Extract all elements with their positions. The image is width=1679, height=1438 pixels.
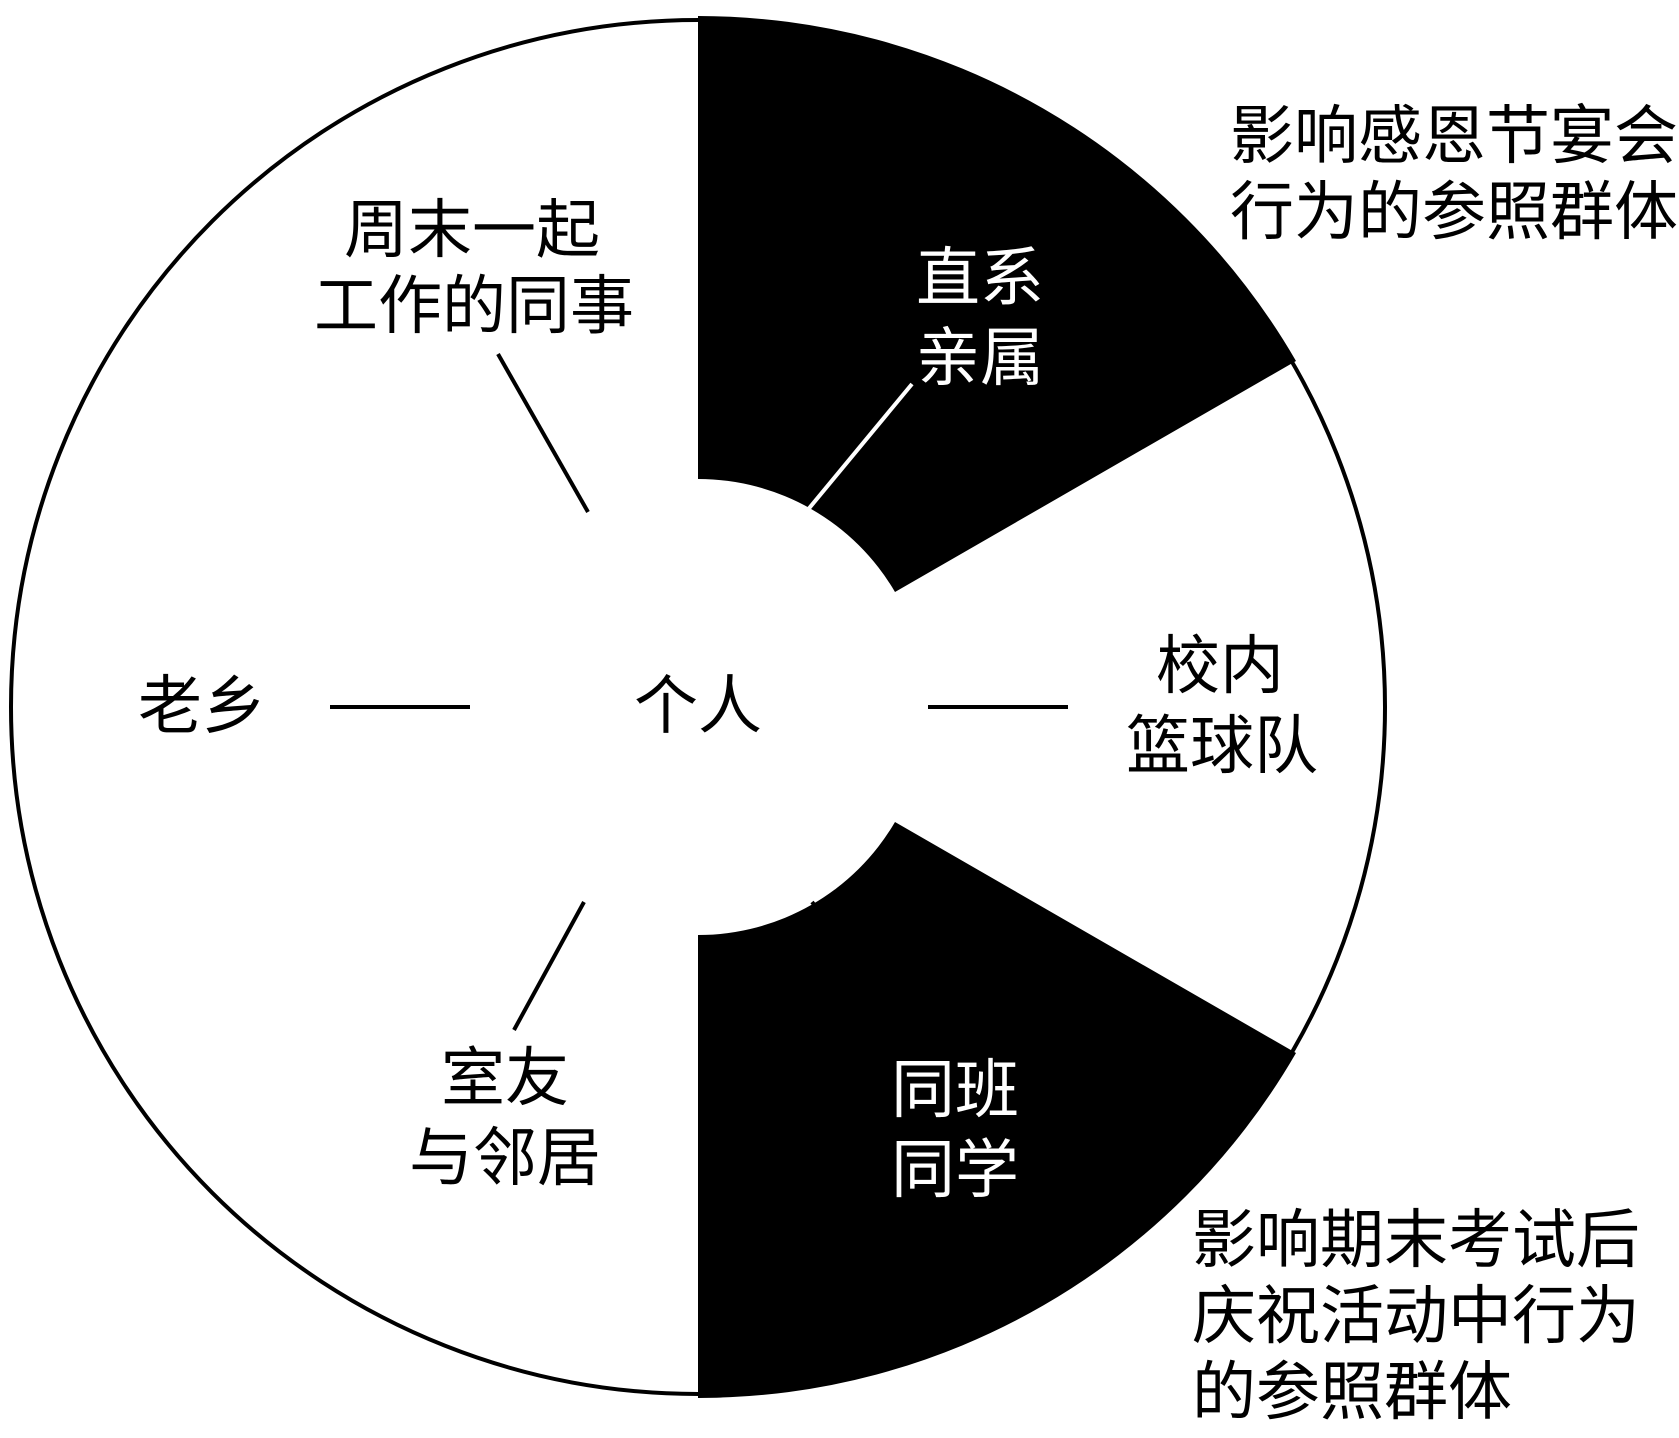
leader-line-classmates	[810, 900, 922, 1042]
center-label: 个人	[634, 670, 762, 744]
annotation-bottom-line2: 庆祝活动中行为	[1192, 1280, 1640, 1354]
segment-relatives-label-line1: 直系	[916, 242, 1044, 316]
segment-classmates-label-line1: 同班	[891, 1054, 1019, 1128]
segment-weekend-coworkers-label-line2: 工作的同事	[314, 270, 634, 344]
segment-basketball-label-line1: 校内	[1156, 630, 1284, 704]
annotation-top-line1: 影响感恩节宴会	[1230, 100, 1678, 174]
annotation-top-line2: 行为的参照群体	[1230, 176, 1678, 250]
leader-line-weekend-coworkers	[496, 353, 590, 513]
segment-weekend-coworkers-label-line1: 周末一起	[344, 194, 600, 268]
leader-line-roommates	[512, 901, 586, 1031]
segment-roommates-label-line2: 与邻居	[409, 1122, 601, 1196]
segment-classmates-label-line2: 同学	[891, 1134, 1019, 1208]
segment-hometown-label: 老乡	[138, 670, 266, 744]
annotation-bottom-line3: 的参照群体	[1192, 1356, 1512, 1430]
leader-line-relatives	[804, 382, 914, 514]
segment-relatives-label-line2: 亲属	[916, 322, 1044, 396]
outer-circle-outline	[9, 18, 1387, 1396]
annotation-bottom-line1: 影响期末考试后	[1192, 1204, 1640, 1278]
segment-classmates-sector	[698, 822, 1296, 1398]
segment-relatives-sector	[698, 16, 1296, 592]
segment-basketball-label-line2: 篮球队	[1126, 710, 1318, 784]
segment-roommates-label-line1: 室友	[441, 1042, 569, 1116]
